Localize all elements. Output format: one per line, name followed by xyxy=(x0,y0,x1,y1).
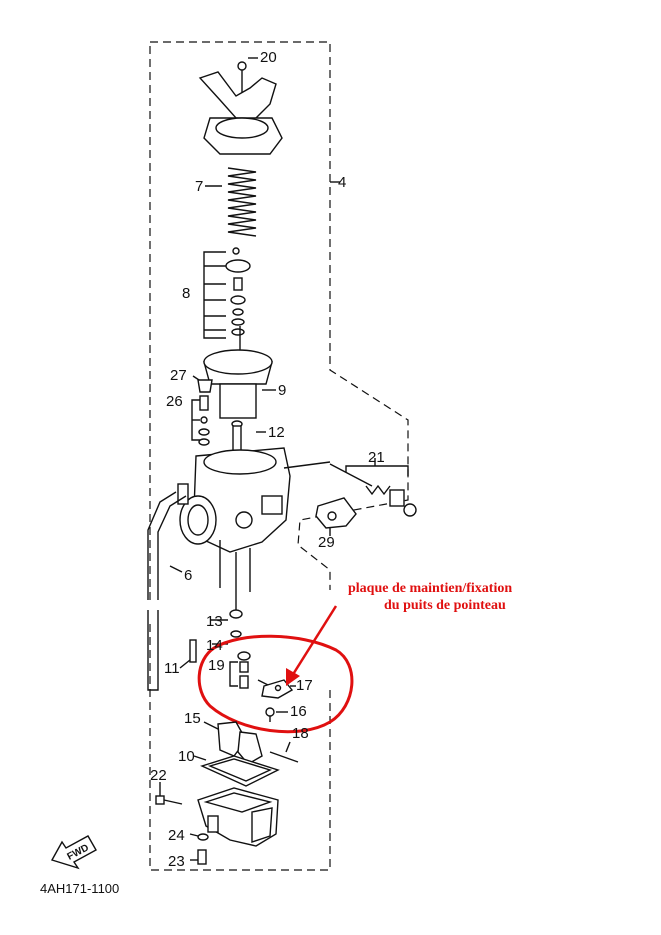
part-6-hose xyxy=(147,491,187,691)
part-10-gasket xyxy=(193,755,280,787)
part-22-drain-screw xyxy=(155,782,183,805)
callout-6: 6 xyxy=(184,567,192,584)
callout-23: 23 xyxy=(168,853,185,870)
part-7-spring xyxy=(205,167,257,237)
part-9-piston-valve xyxy=(203,326,276,419)
carburetor-body xyxy=(177,447,331,553)
annotation-arrow xyxy=(290,605,338,677)
callout-27: 27 xyxy=(170,367,187,384)
callout-22: 22 xyxy=(150,767,167,784)
part-29-bracket xyxy=(315,497,357,536)
part-15-float xyxy=(203,721,263,765)
annotation-line-2: du puits de pointeau xyxy=(384,598,506,613)
callout-4: 4 xyxy=(338,174,346,191)
part-11-screw xyxy=(179,639,197,669)
callout-21: 21 xyxy=(368,449,385,466)
part-26-pilot-screw-set xyxy=(191,395,210,446)
float-bowl xyxy=(197,787,279,847)
part-8-jet-needle-set xyxy=(203,247,251,339)
fwd-arrow-icon: FWD xyxy=(50,835,97,870)
callout-20: 20 xyxy=(260,49,277,66)
part-18-float-pin xyxy=(269,741,299,763)
callout-9: 9 xyxy=(278,382,286,399)
part-12-needle-jet xyxy=(231,420,266,457)
callout-15: 15 xyxy=(184,710,201,727)
part-19-main-jet-set xyxy=(229,651,251,689)
part-24-o-ring xyxy=(189,833,209,841)
callout-16: 16 xyxy=(290,703,307,720)
annotation-highlight-loop xyxy=(197,634,354,734)
callout-14: 14 xyxy=(206,637,223,654)
diagram-code: 4AH171-1100 xyxy=(40,881,119,896)
part-20-cable-bracket xyxy=(198,57,283,155)
callout-26: 26 xyxy=(166,393,183,410)
part-17-retaining-plate xyxy=(257,679,296,699)
assembly-boundary xyxy=(149,41,409,871)
part-27-cap xyxy=(192,375,213,393)
part-21-starter-plunger xyxy=(329,458,417,517)
part-23-screw xyxy=(190,849,207,865)
callout-13: 13 xyxy=(206,613,223,630)
callout-7: 7 xyxy=(195,178,203,195)
callout-24: 24 xyxy=(168,827,185,844)
callout-18: 18 xyxy=(292,725,309,742)
callout-11: 11 xyxy=(164,660,180,677)
callout-8: 8 xyxy=(182,285,190,302)
annotation-line-1: plaque de maintien/fixation xyxy=(348,581,512,596)
part-16-screw xyxy=(265,707,288,722)
callout-19: 19 xyxy=(208,657,225,674)
callout-29: 29 xyxy=(318,534,335,551)
annotation-arrow-head xyxy=(286,668,300,686)
part-13-washer xyxy=(210,609,243,621)
callout-17: 17 xyxy=(296,677,313,694)
callout-10: 10 xyxy=(178,748,195,765)
callout-12: 12 xyxy=(268,424,285,441)
